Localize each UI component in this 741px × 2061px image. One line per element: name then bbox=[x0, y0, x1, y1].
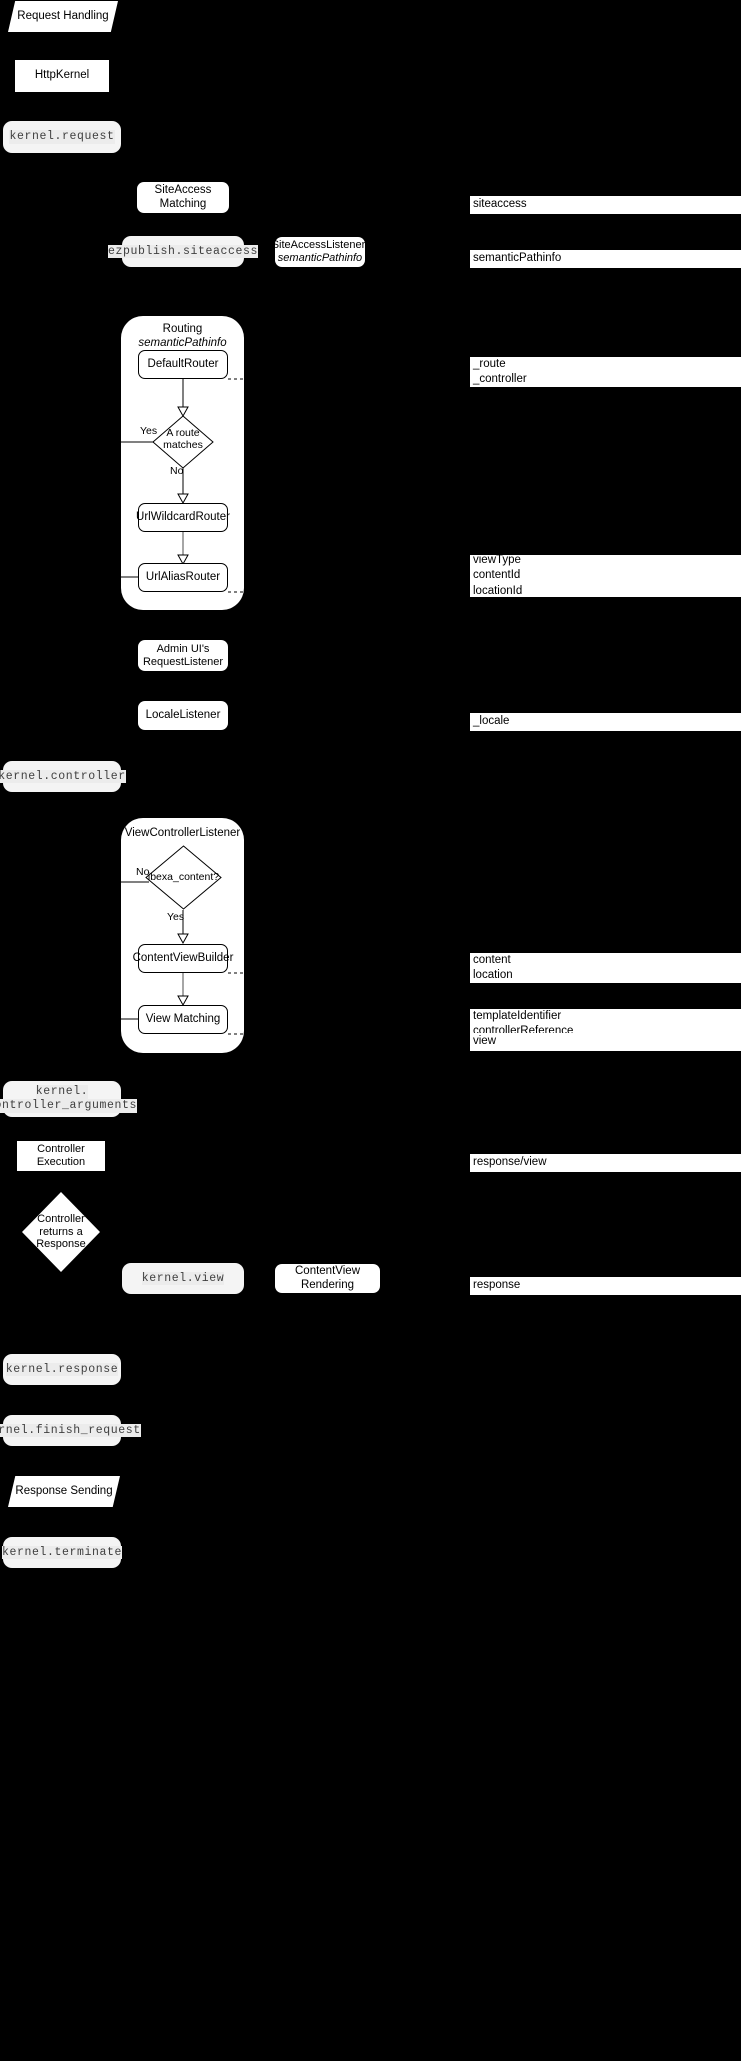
edge-label-route-matches-yes: Yes bbox=[140, 425, 157, 437]
attr-response: response bbox=[470, 1277, 741, 1295]
event-kernel-controller-arguments-line2: controller_arguments bbox=[0, 1099, 138, 1114]
event-kernel-controller-arguments: kernel. controller_arguments bbox=[0, 1081, 138, 1117]
edge-label-ibexa-content-yes: Yes bbox=[167, 911, 184, 923]
attr-response-view-line-0: response/view bbox=[473, 1156, 547, 1169]
banner-request-handling: Request Handling bbox=[8, 1, 118, 32]
banner-response-shape bbox=[8, 1476, 120, 1507]
decision-ibexa-content bbox=[145, 845, 222, 910]
node-content-view-rendering: ContentView Rendering bbox=[275, 1264, 380, 1293]
edge-label-ibexa-yes-text: Yes bbox=[167, 911, 185, 923]
attr-locale-line-0: _locale bbox=[473, 715, 510, 728]
attr-response-line-0: response bbox=[473, 1279, 521, 1292]
event-kernel-request: kernel.request bbox=[3, 121, 121, 153]
attr-content-location: content location bbox=[470, 953, 741, 983]
attr-siteaccess: siteaccess bbox=[470, 196, 741, 214]
attr-locale: _locale bbox=[470, 713, 741, 731]
node-admin-ui-request-listener-line2: RequestListener bbox=[142, 655, 224, 668]
event-kernel-terminate: kernel.terminate bbox=[1, 1537, 123, 1568]
attr-view-content-location-line-1: contentId bbox=[473, 569, 521, 582]
attr-semantic-pathinfo-line-0: semanticPathinfo bbox=[473, 252, 562, 265]
event-kernel-controller-arguments-line1: kernel. bbox=[35, 1084, 89, 1099]
banner-label: Request Handling bbox=[17, 9, 109, 22]
attr-content-location-line-1: location bbox=[473, 969, 513, 981]
attr-view-content-location-line-0: viewType bbox=[473, 553, 521, 566]
node-view-matching-label: View Matching bbox=[145, 1012, 221, 1025]
attr-response-view: response/view bbox=[470, 1154, 741, 1172]
group-routing-title-prefix: Routing bbox=[162, 323, 203, 335]
node-view-matching: View Matching bbox=[138, 1005, 228, 1034]
node-siteaccess-matching: SiteAccess Matching bbox=[137, 182, 229, 213]
node-default-router-label: DefaultRouter bbox=[147, 357, 219, 370]
banner-response-label: Response Sending bbox=[15, 1484, 113, 1497]
node-admin-ui-request-listener: Admin UI's RequestListener bbox=[138, 640, 228, 671]
decision-controller-returns-line3: Response bbox=[36, 1238, 86, 1251]
group-view-controller-listener-title: ViewControllerListener bbox=[121, 826, 244, 840]
node-http-kernel-label: HttpKernel bbox=[34, 69, 90, 82]
decision-route-matches-line1: A route bbox=[166, 427, 200, 439]
event-kernel-response: kernel.response bbox=[3, 1354, 121, 1385]
edge-label-route-matches-no: No bbox=[170, 465, 183, 477]
node-default-router: DefaultRouter bbox=[138, 350, 228, 379]
decision-route-matches-label: A route matches bbox=[152, 427, 214, 451]
node-siteaccess-matching-label: SiteAccess Matching bbox=[154, 184, 212, 210]
node-siteaccess-listener-line1: SiteAccessListener: bbox=[271, 239, 369, 252]
attr-view: view bbox=[470, 1033, 741, 1051]
group-view-controller-listener-title-text: ViewControllerListener bbox=[124, 827, 241, 839]
decision-controller-returns-line2: returns a bbox=[39, 1225, 83, 1238]
node-content-view-rendering-label: ContentView Rendering bbox=[295, 1265, 360, 1291]
attr-view-content-location: viewType contentId locationId bbox=[470, 553, 741, 597]
node-controller-execution-label: Controller Execution bbox=[36, 1143, 86, 1168]
edge-label-yes-text: Yes bbox=[140, 425, 158, 437]
node-siteaccess-listener: SiteAccessListener: semanticPathinfo bbox=[272, 237, 368, 267]
event-kernel-view-label: kernel.view bbox=[141, 1271, 225, 1286]
node-locale-listener-label: LocaleListener bbox=[145, 708, 221, 721]
banner-shape bbox=[8, 1, 118, 32]
edge-label-no-text: No bbox=[170, 465, 184, 477]
event-kernel-request-label: kernel.request bbox=[9, 130, 115, 144]
attr-semantic-pathinfo: semanticPathinfo bbox=[470, 250, 741, 268]
attr-route-controller: _route _controller bbox=[470, 357, 741, 387]
node-url-alias-router-label: UrlAliasRouter bbox=[145, 570, 221, 583]
node-content-view-builder-label: ContentViewBuilder bbox=[132, 951, 234, 964]
event-ezpublish-siteaccess: ezpublish.siteaccess bbox=[107, 236, 259, 267]
decision-ibexa-content-label: ibexa_content? bbox=[145, 871, 222, 883]
node-url-wildcard-router-label: UrlWildcardRouter bbox=[136, 510, 230, 523]
node-siteaccess-listener-line2: semanticPathinfo bbox=[277, 252, 363, 264]
node-url-alias-router: UrlAliasRouter bbox=[138, 563, 228, 592]
attr-content-location-line-0: content bbox=[473, 953, 511, 966]
event-kernel-terminate-label: kernel.terminate bbox=[1, 1545, 123, 1560]
edge-label-ibexa-no-text: No bbox=[136, 866, 150, 878]
banner-response-sending: Response Sending bbox=[8, 1476, 120, 1507]
attr-view-line-0: view bbox=[473, 1035, 497, 1048]
attr-view-content-location-line-2: locationId bbox=[473, 584, 523, 597]
event-kernel-finish-request-label: kernel.finish_request bbox=[0, 1423, 141, 1438]
attr-route-controller-line-1: _controller bbox=[473, 373, 527, 385]
attr-template-controller-line-0: templateIdentifier bbox=[473, 1009, 562, 1022]
event-kernel-view: kernel.view bbox=[122, 1263, 244, 1294]
decision-ibexa-content-text: ibexa_content? bbox=[147, 871, 220, 883]
node-admin-ui-request-listener-line1: Admin UI's bbox=[156, 642, 210, 655]
group-routing-title-italic: semanticPathinfo bbox=[138, 337, 227, 350]
node-url-wildcard-router: UrlWildcardRouter bbox=[136, 503, 230, 532]
attr-siteaccess-line-0: siteaccess bbox=[473, 198, 527, 211]
node-content-view-builder: ContentViewBuilder bbox=[133, 944, 233, 973]
event-kernel-controller-label: kernel.controller bbox=[0, 769, 126, 784]
event-ezpublish-siteaccess-label: ezpublish.siteaccess bbox=[107, 244, 259, 259]
node-locale-listener: LocaleListener bbox=[138, 701, 228, 730]
event-kernel-response-label: kernel.response bbox=[5, 1362, 119, 1377]
decision-controller-returns-response: Controller returns a Response bbox=[22, 1192, 100, 1272]
decision-controller-returns-line1: Controller bbox=[37, 1213, 85, 1226]
decision-route-matches-line2: matches bbox=[163, 439, 203, 452]
node-http-kernel: HttpKernel bbox=[15, 60, 109, 92]
attr-route-controller-line-0: _route bbox=[473, 357, 506, 370]
event-kernel-finish-request: kernel.finish_request bbox=[0, 1415, 141, 1446]
node-controller-execution: Controller Execution bbox=[17, 1141, 105, 1171]
event-kernel-controller: kernel.controller bbox=[0, 761, 126, 792]
edge-label-ibexa-content-no: No bbox=[136, 866, 149, 878]
decision-controller-returns-label: Controller returns a Response bbox=[36, 1213, 86, 1251]
